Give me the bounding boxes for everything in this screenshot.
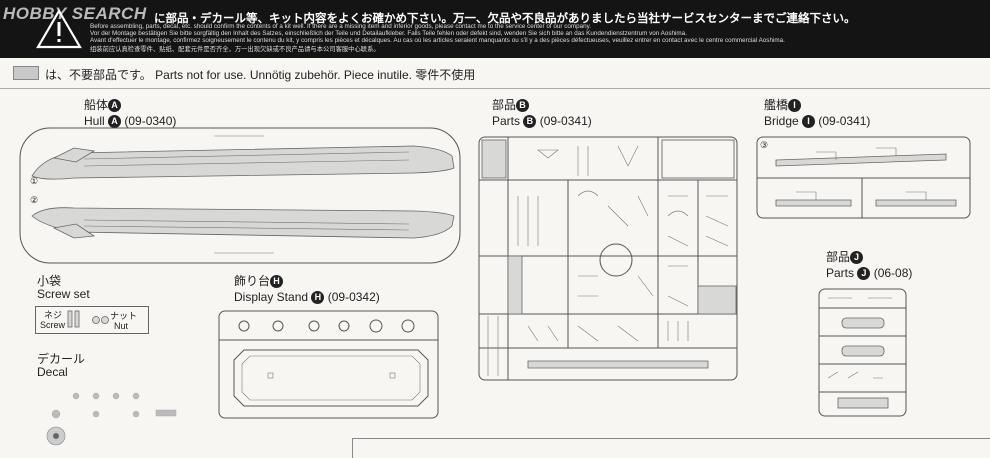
notice-fr: Avant d'effectuer le montage, confirmez … [90, 37, 785, 44]
screw-label-en: Screw [40, 320, 66, 330]
bottom-panel-edge [352, 438, 990, 458]
hull-title-en: Hull A (09-0340) [84, 114, 177, 129]
notice-de: Vor der Montage bestätigen Sie bitte sor… [90, 30, 687, 37]
screw-label-jp: ネジ [44, 310, 63, 320]
partsJ-title-en: Parts J (06-08) [826, 266, 913, 281]
stand-title-en: Display Stand H (09-0342) [234, 290, 380, 305]
notice-cn: 组装前应认真检查零件、贴纸、配套元件是否齐全，万一出现欠缺或不良产品请与本公司客… [90, 46, 380, 53]
screw-box [35, 306, 149, 334]
hull-part-2: ② [30, 195, 39, 205]
warning-icon [36, 8, 82, 55]
notice-en: Before assembling, parts, decal, etc. sh… [90, 23, 592, 30]
hull-badge: A [108, 99, 122, 113]
partsJ-badge: J [850, 251, 864, 265]
screw-title-jp: 小袋 [37, 274, 62, 288]
header-bar [0, 0, 990, 58]
partsB-sprue [478, 136, 738, 381]
decal-sheet [46, 392, 177, 446]
partsB-badge: B [516, 99, 530, 113]
hull-part-1: ① [30, 176, 39, 186]
nut-label-jp: ナット [110, 311, 138, 321]
notice-jp: に部品・デカール等、キット内容をよくお確かめ下さい。万一、欠品や不良品がありまし… [154, 13, 856, 25]
partsB-title-en: Parts B (09-0341) [492, 114, 592, 129]
nut-label-en: Nut [114, 321, 129, 331]
bridge-part-3: ③ [760, 140, 769, 150]
divider-line [0, 88, 990, 89]
decal-title-jp: デカール [37, 352, 86, 366]
logo: HOBBY SEARCH [3, 4, 147, 23]
bridge-badge: I [788, 99, 802, 113]
stand-badge: H [270, 275, 284, 289]
stand-sprue [218, 310, 439, 419]
screw-icon [66, 309, 82, 334]
hull-sprue [19, 127, 461, 264]
legend-text: は、不要部品です。 Parts not for use. Unnötig zub… [45, 68, 476, 82]
unused-swatch [13, 66, 39, 80]
bridge-title-en: Bridge I (09-0341) [764, 114, 871, 129]
bridge-sprue [756, 136, 971, 219]
nut-icon [92, 313, 110, 331]
decal-title-en: Decal [37, 365, 68, 379]
screw-title-en: Screw set [37, 287, 90, 301]
partsJ-sprue [818, 288, 907, 417]
